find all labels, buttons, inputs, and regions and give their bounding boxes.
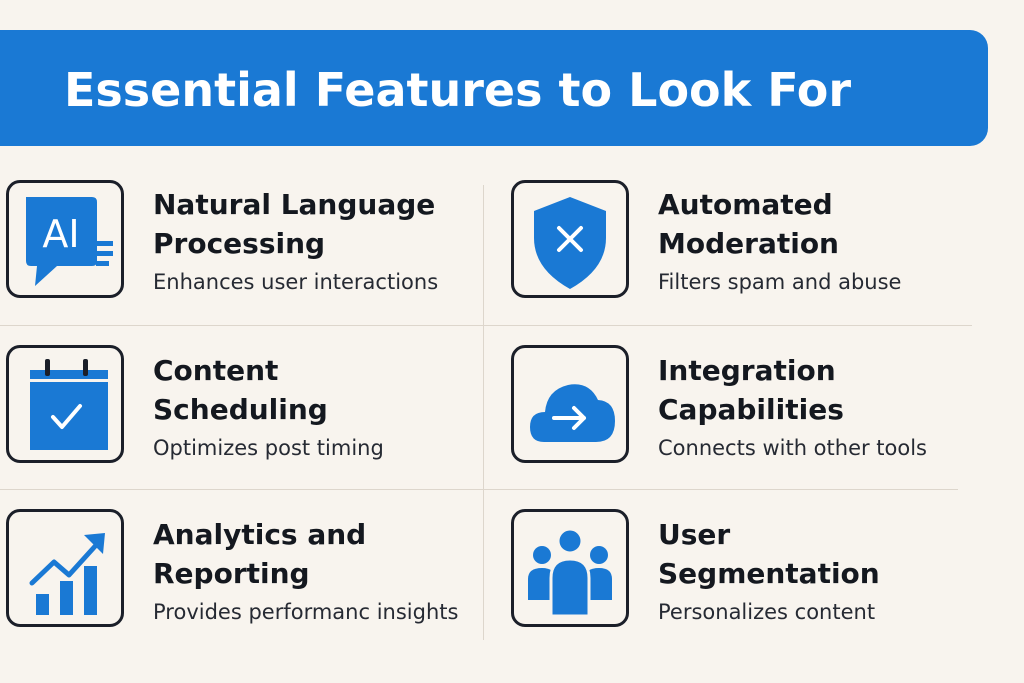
feature-description: Optimizes post timing xyxy=(153,436,384,460)
feature-title: Analytics and xyxy=(153,518,367,551)
feature-title: Content xyxy=(153,354,279,387)
row-divider xyxy=(0,489,958,490)
users-group-icon xyxy=(528,527,612,618)
icon-box: AI xyxy=(6,180,124,298)
title-banner xyxy=(0,30,988,146)
icon-box xyxy=(511,509,629,627)
feature-title: Natural Language xyxy=(153,188,436,221)
shield-x-icon xyxy=(534,197,606,289)
feature-description: Connects with other tools xyxy=(658,436,928,460)
feature-title: Capabilities xyxy=(658,393,844,426)
page-title: Essential Features to Look For xyxy=(64,63,852,117)
feature-description: Provides performanc insights xyxy=(153,600,459,624)
ai-chat-icon: AI xyxy=(26,197,113,286)
feature-description: Filters spam and abuse xyxy=(658,270,902,294)
icon-box xyxy=(6,345,124,463)
feature-title: Scheduling xyxy=(153,393,328,426)
feature-title: Moderation xyxy=(658,227,839,260)
ai-icon-text: AI xyxy=(42,212,79,256)
feature-description: Enhances user interactions xyxy=(153,270,439,294)
feature-title: User xyxy=(658,518,731,551)
feature-title: Segmentation xyxy=(658,557,880,590)
icon-box xyxy=(6,509,124,627)
column-divider xyxy=(483,185,484,640)
feature-title: Integration xyxy=(658,354,836,387)
icon-box xyxy=(511,180,629,298)
feature-title: Processing xyxy=(153,227,326,260)
feature-title: Reporting xyxy=(153,557,310,590)
cloud-arrow-icon xyxy=(530,384,615,442)
icon-box xyxy=(511,345,629,463)
feature-description: Personalizes content xyxy=(658,600,876,624)
feature-title: Automated xyxy=(658,188,833,221)
row-divider xyxy=(0,325,972,326)
chart-growth-icon xyxy=(29,533,105,615)
calendar-check-icon xyxy=(30,359,108,450)
